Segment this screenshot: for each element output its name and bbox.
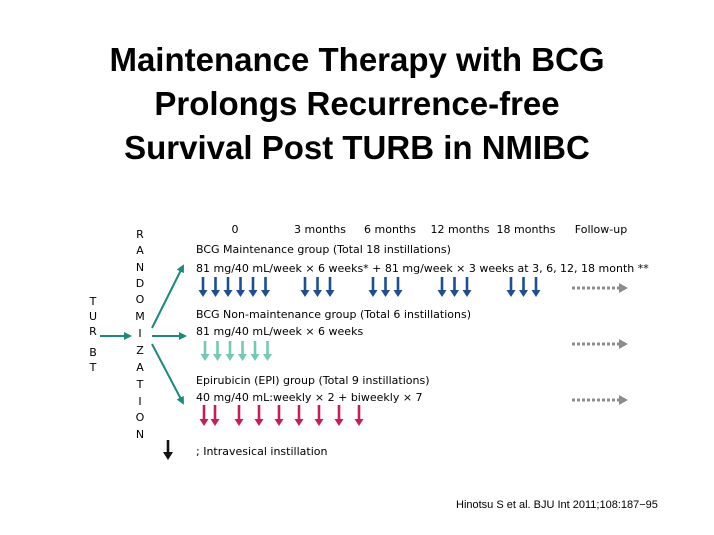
instillation-arrow <box>223 277 233 297</box>
instillation-arrow <box>211 277 220 297</box>
instillation-arrow <box>210 405 220 426</box>
timepoint-label: 3 months <box>294 223 346 236</box>
randomization-letter: I <box>138 327 141 340</box>
instillation-arrow <box>250 341 260 361</box>
group-name-maintenance: BCG Maintenance group (Total 18 instilla… <box>196 243 451 256</box>
instillation-arrow <box>334 405 344 426</box>
randomization-letter: T <box>136 378 144 391</box>
turbt-letter: T <box>89 361 97 374</box>
instillation-arrow <box>248 277 258 297</box>
instillation-arrow <box>314 405 324 426</box>
legend-label: ; Intravesical instillation <box>196 445 327 458</box>
randomization-letter: N <box>136 428 144 441</box>
timepoint-label: 6 months <box>364 223 416 236</box>
instillation-arrow <box>198 277 208 297</box>
randomization-letter: A <box>136 244 144 257</box>
instillation-arrow <box>263 341 272 361</box>
instillation-arrow <box>200 341 210 361</box>
instillation-arrow <box>381 277 390 297</box>
group-regimen-non-maintenance: 81 mg/40 mL/week × 6 weeks <box>196 325 363 338</box>
instillation-arrow <box>519 277 528 297</box>
instillation-arrow <box>368 277 378 297</box>
instillation-arrow <box>294 405 304 426</box>
instillation-arrow <box>393 277 403 297</box>
randomization-letter: R <box>136 228 144 241</box>
instillation-arrow <box>234 405 244 426</box>
title-line-3: Survival Post TURB in NMIBC <box>124 129 590 166</box>
group-name-non-maintenance: BCG Non-maintenance group (Total 6 insti… <box>196 308 471 321</box>
slide-title: Maintenance Therapy with BCG Prolongs Re… <box>0 38 714 170</box>
instillation-row-non-maintenance <box>200 341 272 361</box>
instillation-arrow <box>238 341 247 361</box>
follow-up-arrow <box>572 395 628 405</box>
randomization-letter: N <box>136 261 144 274</box>
instillation-arrow <box>254 405 264 426</box>
follow-up-arrow <box>572 283 628 293</box>
instillation-arrow <box>199 405 209 426</box>
citation: Hinotsu S et al. BJU Int 2011;108:187−95 <box>456 499 658 511</box>
turbt-letter: T <box>89 295 97 308</box>
instillation-row-epirubicin <box>199 405 364 426</box>
randomization-letter: O <box>136 411 145 424</box>
randomization-letter: D <box>136 277 144 290</box>
instillation-arrow <box>236 277 245 297</box>
turbt-label: T U R B T <box>89 295 98 374</box>
group-regimen-epirubicin: 40 mg/40 mL:weekly × 2 + biweekly × 7 <box>196 391 423 404</box>
randomization-letter: I <box>138 395 141 408</box>
instillation-arrow <box>462 277 472 297</box>
instillation-row-maintenance <box>198 277 541 297</box>
timepoint-header: 0 3 months 6 months 12 months 18 months … <box>232 223 628 236</box>
instillation-arrow <box>261 277 270 297</box>
instillation-arrow <box>325 277 335 297</box>
randomization-label: R A N D O M I Z A T I O N <box>135 228 145 441</box>
timepoint-label: 12 months <box>431 223 490 236</box>
turbt-letter: R <box>89 325 97 338</box>
title-line-2: Prolongs Recurrence-free <box>154 85 560 122</box>
instillation-arrow <box>354 405 364 426</box>
timepoint-label: Follow-up <box>575 223 627 236</box>
instillation-arrow <box>531 277 541 297</box>
title-line-1: Maintenance Therapy with BCG <box>109 41 605 78</box>
randomization-letter: O <box>136 293 145 306</box>
instillation-arrow <box>300 277 310 297</box>
timepoint-label: 0 <box>232 223 239 236</box>
legend: ; Intravesical instillation <box>163 440 327 460</box>
instillation-arrow <box>225 341 235 361</box>
branch-arrow-epirubicin <box>151 343 184 405</box>
instillation-arrow <box>450 277 459 297</box>
randomization-letter: Z <box>136 344 144 357</box>
turbt-letter: U <box>89 310 97 323</box>
group-name-epirubicin: Epirubicin (EPI) group (Total 9 instilla… <box>196 374 430 387</box>
instillation-arrow <box>506 277 516 297</box>
timepoint-label: 18 months <box>497 223 556 236</box>
legend-arrow-icon <box>163 440 173 460</box>
instillation-arrow <box>213 341 222 361</box>
branch-arrow-maintenance <box>151 264 184 329</box>
randomization-letter: A <box>136 361 144 374</box>
group-regimen-maintenance: 81 mg/40 mL/week × 6 weeks* + 81 mg/week… <box>196 262 649 275</box>
follow-up-arrow <box>572 339 628 349</box>
instillation-arrow <box>437 277 447 297</box>
instillation-arrow <box>313 277 322 297</box>
follow-up-arrows <box>572 283 628 405</box>
randomization-letter: M <box>135 310 145 323</box>
turbt-letter: B <box>89 346 97 359</box>
instillation-arrow <box>274 405 284 426</box>
